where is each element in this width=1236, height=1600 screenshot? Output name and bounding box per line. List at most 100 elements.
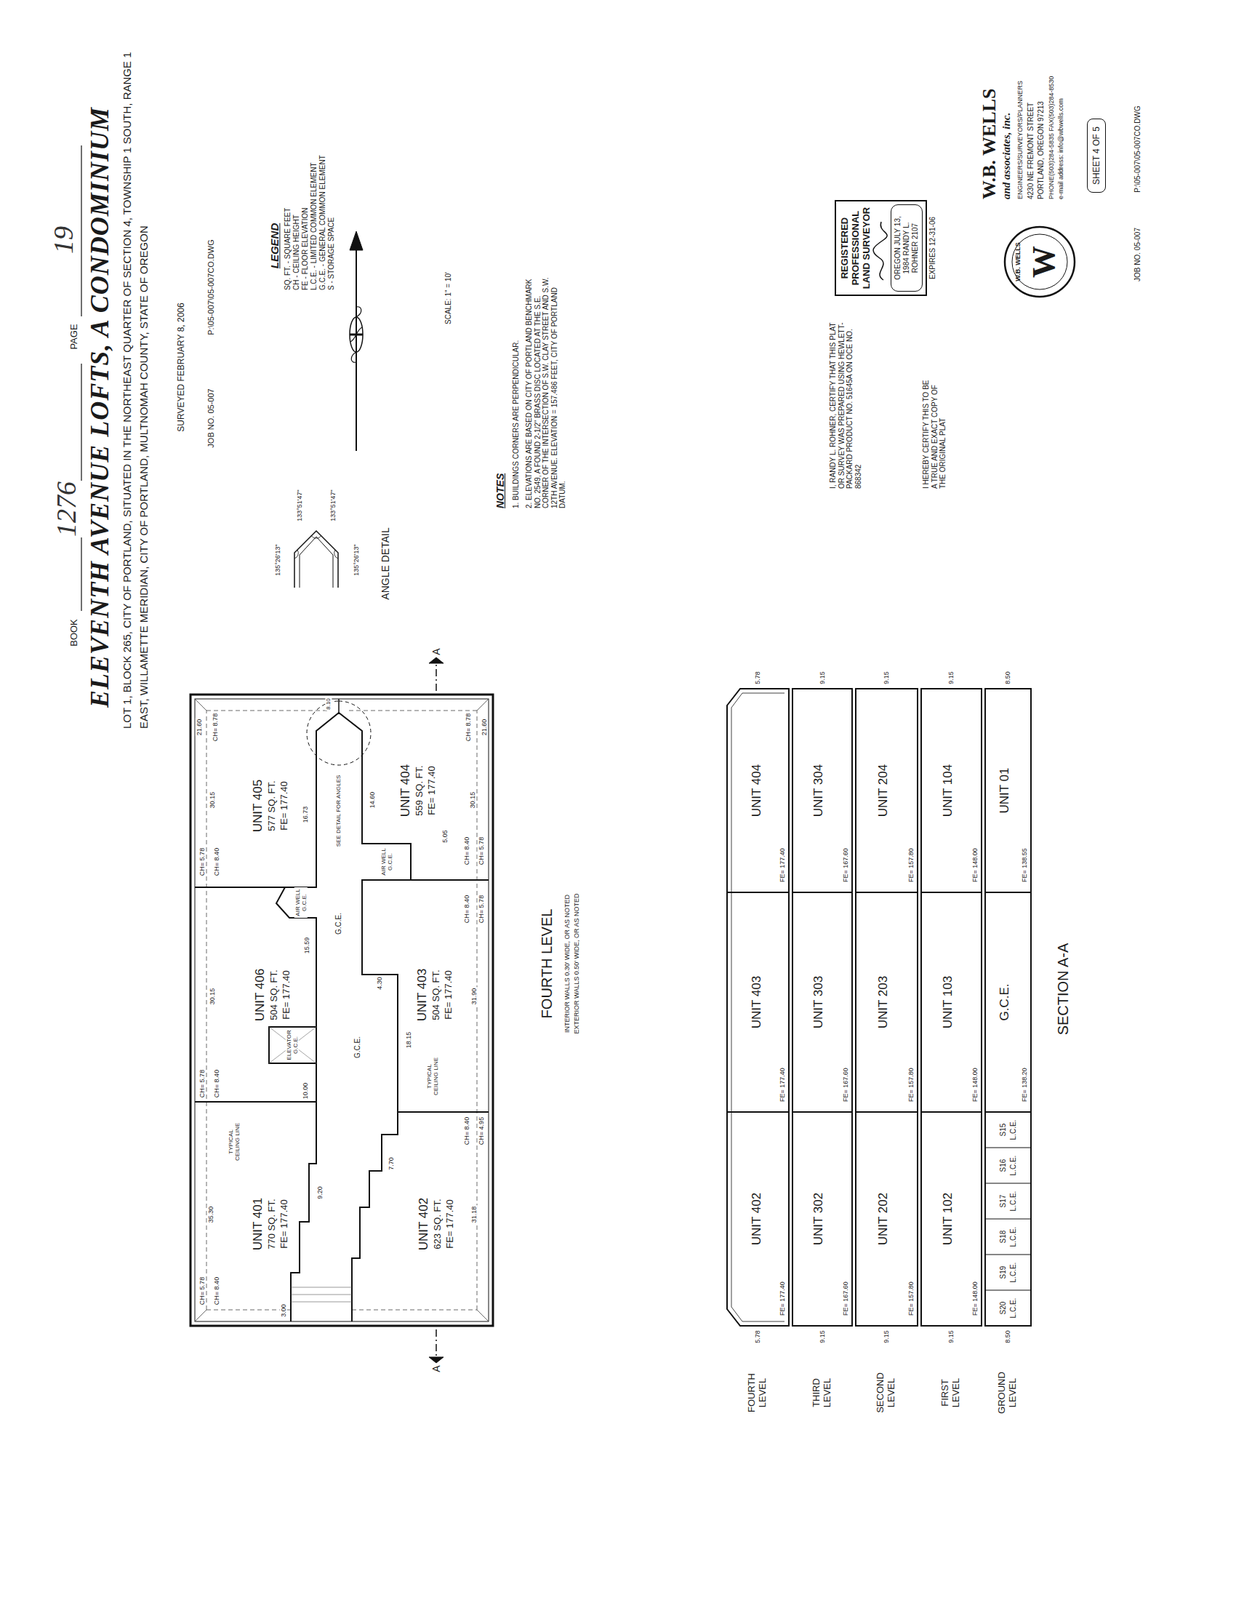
- level-label: GROUND LEVEL: [996, 1368, 1019, 1417]
- dimension: 15.59: [303, 936, 311, 955]
- north-arrow: [349, 231, 363, 451]
- node-text: S15: [998, 1123, 1009, 1137]
- legend-entry: G.C.E. - GENERAL COMMON ELEMENT: [318, 154, 328, 291]
- firm-logo-text: W: [1025, 245, 1063, 279]
- section-marker: A: [430, 1363, 443, 1372]
- dimension: CH= 5.78: [477, 894, 485, 924]
- legend-entry: L.C.E. - LIMITED COMMON ELEMENT: [309, 161, 319, 291]
- node-text: FE= 148.00: [971, 1067, 979, 1102]
- node-text: REGISTERED PROFESSIONAL LAND SURVEYOR: [839, 204, 872, 292]
- dimension: CH= 8.78: [464, 712, 472, 742]
- node-text: FE= 177.40: [278, 779, 291, 832]
- section-cell: UNIT 402FE= 177.40: [731, 1111, 789, 1326]
- node-text: UNIT 404: [397, 764, 414, 817]
- dimension: 9.15: [818, 1329, 826, 1344]
- node-text: FE= 177.40: [444, 1197, 457, 1250]
- certification: I HEREBY CERTIFY THIS TO BE A TRUE AND E…: [921, 378, 948, 490]
- node-text: L.C.E.: [1008, 1119, 1019, 1141]
- node-text: FE= 138.55: [1020, 847, 1029, 882]
- plan-heading: EXTERIOR WALLS 0.50' WIDE, OR AS NOTED: [572, 892, 581, 1035]
- unit-area: UNIT 401770 SQ. FT.FE= 177.40: [248, 1194, 293, 1253]
- node-text: FE= 177.40: [778, 847, 786, 882]
- general-note: 1. BUILDINGS CORNERS ARE PERPENDICULAR.: [511, 339, 521, 509]
- section-cell: G.C.E.FE= 138.20: [985, 892, 1031, 1112]
- node-text: S20: [998, 1301, 1009, 1315]
- general-note: 2. ELEVATIONS ARE BASED ON CITY OF PORTL…: [524, 267, 568, 509]
- node-text: FE= 157.80: [907, 847, 915, 882]
- node-text: 504 SQ. FT.: [430, 968, 443, 1021]
- angle-detail-figure: [294, 530, 339, 588]
- dimension: CH= 8.40: [213, 847, 221, 877]
- node-text: OREGON JULY 13, 1984 RANDY L. ROHNER 210…: [890, 204, 923, 292]
- firm-logo-text: 4230 NE FREMONT STREET: [1026, 101, 1036, 200]
- unit-area: UNIT 404559 SQ. FT.FE= 177.40: [396, 761, 440, 820]
- area-label: AIR WELL G.C.E.: [380, 844, 394, 880]
- section-cell: UNIT 403FE= 177.40: [731, 892, 789, 1112]
- firm-logo-text: PORTLAND, OREGON 97213: [1036, 100, 1046, 200]
- storage-cell: S15L.C.E.: [985, 1111, 1031, 1148]
- firm-logo-text: W.B. WELLS: [978, 87, 1001, 200]
- node-text: UNIT 202: [876, 1192, 891, 1245]
- unit-area: UNIT 402623 SQ. FT.FE= 177.40: [414, 1194, 459, 1253]
- plat-title: ELEVENTH AVENUE LOFTS, A CONDOMINIUM: [85, 106, 115, 709]
- firm-logo-text: e-mail address: info@wbwells.com: [1057, 97, 1065, 200]
- area-label: TYPICAL CEILING LINE: [227, 1118, 241, 1165]
- node-text: UNIT 302: [811, 1192, 826, 1245]
- storage-cell: S17L.C.E.: [985, 1182, 1031, 1219]
- building-section: [727, 688, 1031, 1326]
- general-note: NOTES: [494, 472, 507, 509]
- section-cell: UNIT 302FE= 167.60: [792, 1111, 853, 1326]
- node-text: G.C.E.: [997, 983, 1013, 1021]
- angle-detail-label: 133°51'47": [295, 488, 304, 523]
- node-text: FE= 177.40: [778, 1281, 786, 1316]
- node-text: UNIT 203: [876, 975, 891, 1029]
- area-label: SEE DETAIL FOR ANGLES: [335, 774, 342, 848]
- dimension: 9.20: [316, 1185, 324, 1200]
- dimension: 30.15: [468, 791, 477, 810]
- dimension: CH= 8.40: [463, 894, 471, 924]
- firm-logo-text: and associates, inc.: [1000, 111, 1013, 200]
- node-text: FE= 157.80: [907, 1281, 915, 1316]
- node-text: L.C.E.: [1008, 1190, 1019, 1212]
- node-text: UNIT 104: [940, 764, 956, 817]
- node-text: UNIT 403: [749, 975, 765, 1029]
- storage-cell: S20L.C.E.: [985, 1289, 1031, 1326]
- plan-heading: INTERIOR WALLS 0.30' WIDE, OR AS NOTED: [563, 893, 571, 1034]
- section-heading: SECTION A-A: [1054, 942, 1072, 1037]
- location-description: LOT 1, BLOCK 265, CITY OF PORTLAND, SITU…: [118, 40, 152, 730]
- dimension: 9.15: [947, 670, 955, 685]
- section-cell: UNIT 202FE= 157.80: [855, 1111, 918, 1326]
- dimension: CH= 8.78: [211, 712, 219, 742]
- node-text: FE= 177.40: [278, 1197, 291, 1250]
- node-text: UNIT 303: [811, 975, 826, 1029]
- legend-entry: LEGEND: [268, 222, 281, 270]
- node-text: UNIT 204: [876, 764, 891, 817]
- dimension: CH= 5.78: [198, 1275, 206, 1306]
- job-info: JOB NO. 05-007: [1133, 226, 1143, 283]
- node-text: FE= 167.60: [841, 1067, 850, 1102]
- node-text: UNIT 405: [250, 779, 267, 832]
- node-text: UNIT 401: [250, 1197, 267, 1250]
- area-label: AIR WELL G.C.E.: [294, 887, 308, 918]
- dimension: 9.15: [882, 670, 890, 685]
- job-info: P:\05-007\05-007CO.DWG: [206, 238, 216, 336]
- node-text: FE= 177.40: [280, 968, 294, 1021]
- book-page-ref: 1276: [50, 480, 83, 538]
- firm-logo-text: PHONE(503)284-5835 FAX(503)284-8530: [1047, 74, 1055, 200]
- dimension: CH= 5.78: [198, 1068, 206, 1098]
- level-label: SECOND LEVEL: [875, 1368, 898, 1417]
- node-text: L.C.E.: [1008, 1226, 1019, 1247]
- job-info: JOB NO. 05-007: [206, 387, 216, 448]
- node-text: FE= 177.40: [778, 1067, 786, 1102]
- dimension: 9.15: [882, 1329, 890, 1344]
- node-text: L.C.E.: [1008, 1155, 1019, 1176]
- dimension: 8.50: [1004, 1329, 1012, 1344]
- node-text: UNIT 403: [414, 968, 431, 1021]
- dimension: 18.15: [404, 1030, 413, 1050]
- firm-logo: [1004, 226, 1075, 297]
- unit-area: UNIT 406504 SQ. FT.FE= 177.40: [250, 965, 295, 1024]
- node-text: S17: [998, 1194, 1009, 1208]
- dimension: 9.15: [947, 1329, 955, 1344]
